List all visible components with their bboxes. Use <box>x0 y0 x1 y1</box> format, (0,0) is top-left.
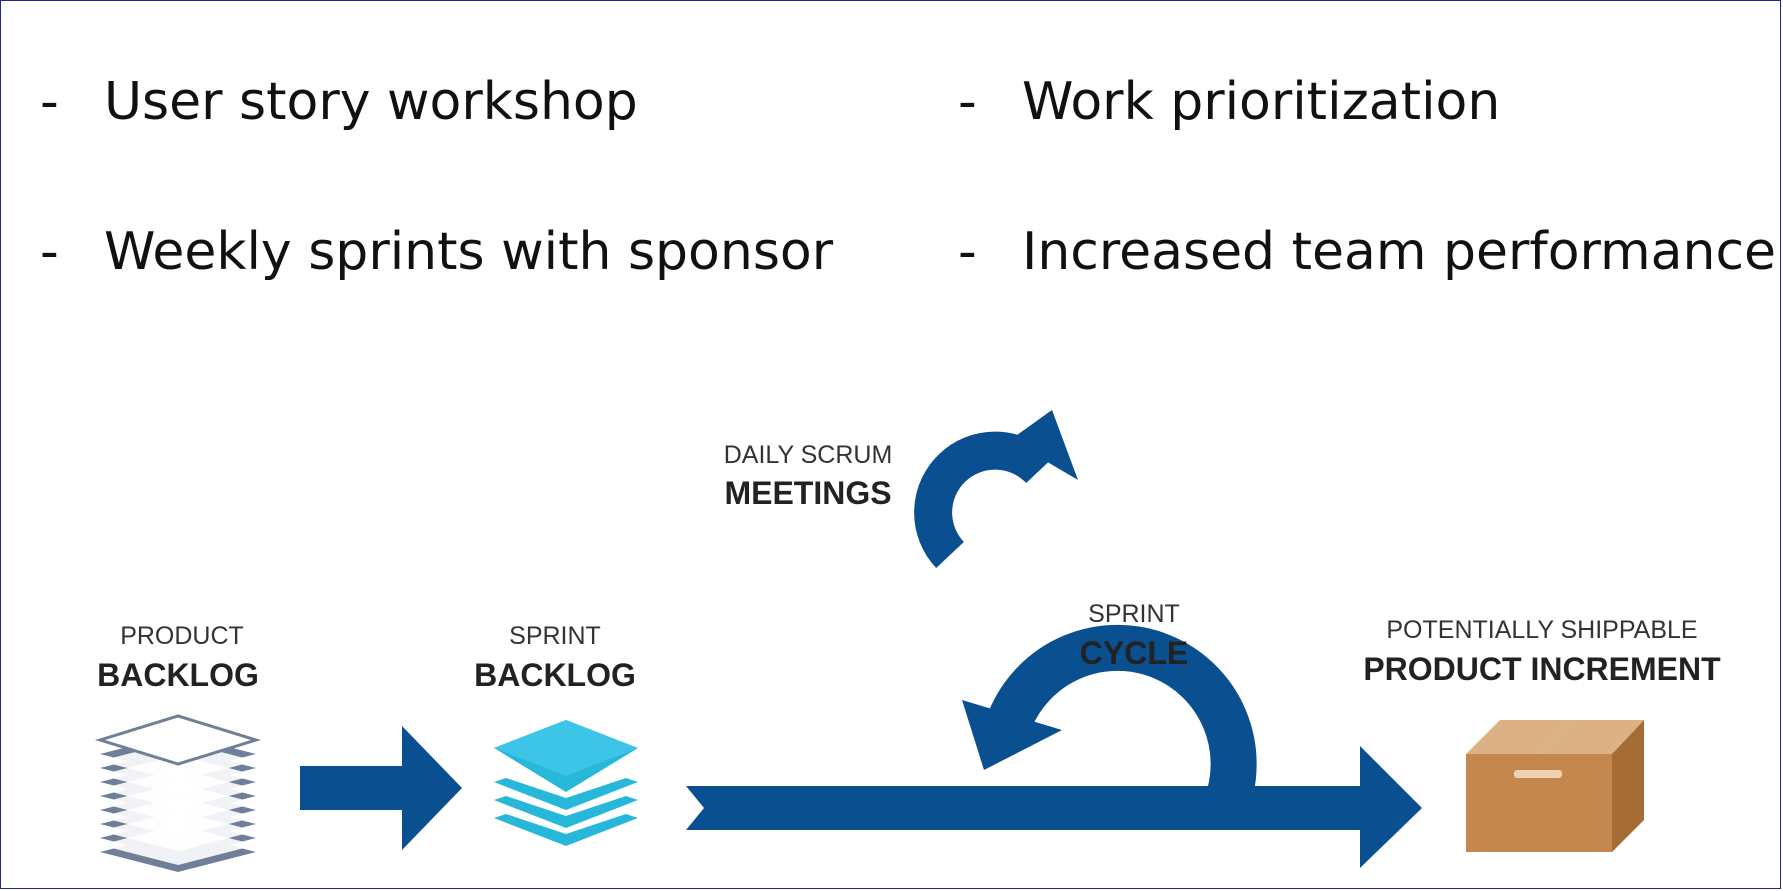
increment-label-big: PRODUCT INCREMENT <box>1363 651 1721 687</box>
box-icon <box>1466 720 1644 852</box>
stacked-layers-icon <box>94 714 262 872</box>
daily-scrum-label-small: DAILY SCRUM <box>724 441 893 469</box>
bullet-text: User story workshop <box>104 72 638 132</box>
product-backlog-label-big: BACKLOG <box>97 657 259 693</box>
bullet-dash: - <box>958 222 977 282</box>
bullet-text: Work prioritization <box>1022 72 1501 132</box>
sprint-backlog-label-small: SPRINT <box>509 622 601 650</box>
bullet-text: Weekly sprints with sponsor <box>104 222 834 282</box>
bullet-work-prioritization: - Work prioritization <box>958 72 1500 132</box>
bullet-text: Increased team performance <box>1022 222 1777 282</box>
sprint-flow-arrow-icon <box>686 786 1225 830</box>
daily-scrum-label-big: MEETINGS <box>724 475 891 511</box>
stacked-layers-icon <box>494 720 638 846</box>
product-backlog-label-small: PRODUCT <box>120 622 244 650</box>
increment-label-small: POTENTIALLY SHIPPABLE <box>1386 616 1697 644</box>
bullet-dash: - <box>958 72 977 132</box>
bullet-dash: - <box>40 222 59 282</box>
flow-arrow-icon <box>1225 746 1422 868</box>
daily-scrum-loop-icon <box>914 410 1078 569</box>
sprint-cycle-loop-icon <box>962 624 1257 817</box>
bullet-team-performance: - Increased team performance <box>958 222 1776 282</box>
bullet-dash: - <box>40 72 59 132</box>
bullet-user-story-workshop: - User story workshop <box>40 72 638 132</box>
sprint-cycle-label-small: SPRINT <box>1088 600 1180 628</box>
flow-arrow-icon <box>300 726 462 850</box>
bullet-weekly-sprints: - Weekly sprints with sponsor <box>40 222 833 282</box>
sprint-backlog-label-big: BACKLOG <box>474 657 636 693</box>
sprint-cycle-label-big: CYCLE <box>1080 635 1188 671</box>
